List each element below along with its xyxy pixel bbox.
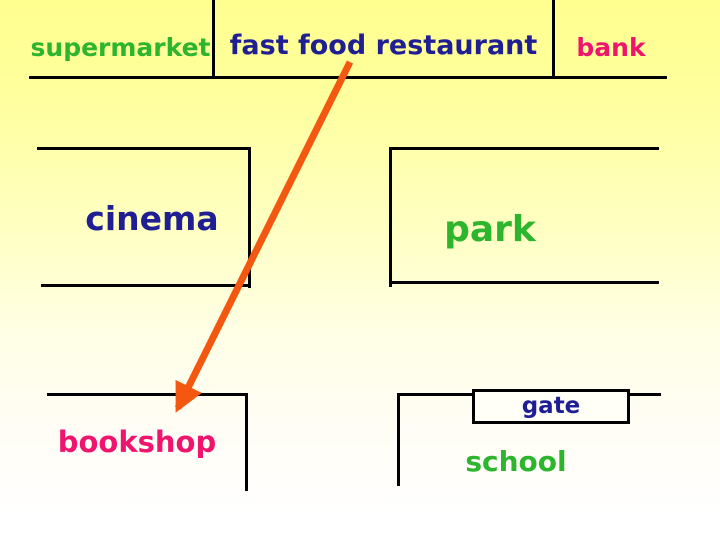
park-block-top-line — [389, 147, 659, 150]
bookshop-block-right-line — [245, 393, 248, 491]
park-label: park — [444, 209, 536, 250]
school-label: school — [465, 445, 567, 478]
cinema-block-bottom-line — [41, 284, 251, 287]
cinema-block-top-line — [37, 147, 251, 150]
cinema-label: cinema — [85, 198, 219, 238]
park-block-left-line — [389, 147, 392, 287]
bookshop-label: bookshop — [57, 424, 217, 459]
supermarket-fastfood-divider-line — [212, 0, 215, 79]
supermarket-label: supermarket — [30, 32, 211, 62]
fastfood-bank-divider-line — [552, 0, 555, 79]
top-street-line — [29, 76, 667, 79]
gate-label: gate — [521, 393, 581, 419]
bank-label: bank — [576, 32, 646, 62]
fast-food-restaurant-label: fast food restaurant — [229, 29, 538, 61]
park-block-bottom-line — [389, 281, 659, 284]
gate-box — [472, 389, 630, 424]
bookshop-block-top-line — [47, 393, 248, 396]
school-block-left-line — [397, 393, 400, 486]
